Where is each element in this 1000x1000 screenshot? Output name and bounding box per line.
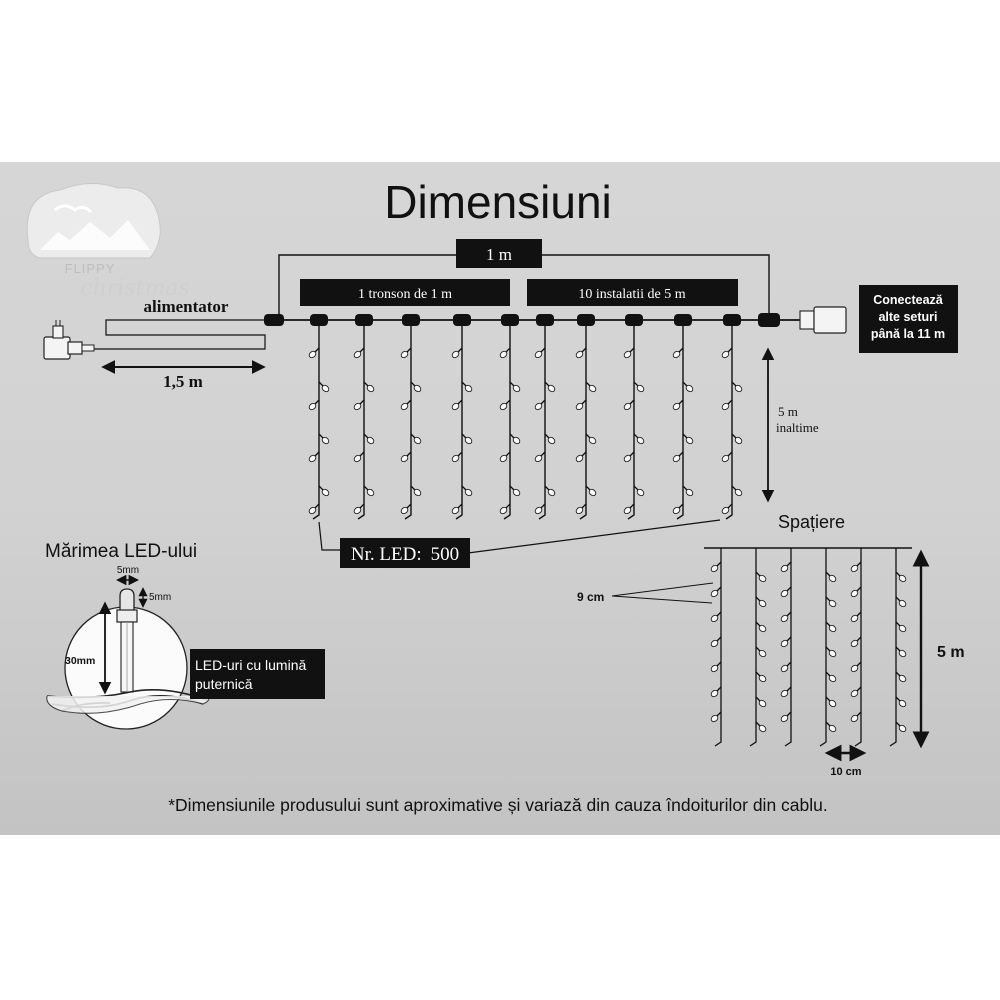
led-strands [307,314,744,520]
strand-wire [503,326,511,520]
end-connector-icon [758,306,847,334]
power-length-label: 1,5 m [163,372,203,391]
led-desc-line-2: puternică [195,676,253,692]
span-total-box [456,239,542,268]
brand-logo: FLIPPY christmas [26,183,190,301]
strand-wire [455,326,463,520]
strand-connector [501,314,519,326]
led-cap-label: 5mm [149,592,171,603]
led-size-title: Mărimea LED-ului [45,541,197,562]
led-desc-box [190,649,325,699]
strand-wire [579,326,587,520]
strand-connector [402,314,420,326]
strand-connector [536,314,554,326]
strand-wire [404,326,412,520]
led-count-label: Nr. LED:500 [351,544,459,565]
strand-connector [355,314,373,326]
horizontal-spacing-label: 10 cm [830,766,861,778]
strand-connector [453,314,471,326]
start-connector-icon [264,314,284,326]
span-total-label: 1 m [486,245,512,264]
connect-line-2: alte seturi [878,310,937,324]
power-cable [93,319,278,350]
segment-box [300,279,510,306]
power-label: alimentator [144,297,229,316]
connect-box [859,285,958,353]
spacing-height-label: 5 m [937,644,965,661]
led-count-box [340,538,470,568]
vertical-spacing-label: 9 cm [577,590,604,604]
vertical-spacing-pointer [611,582,714,604]
led-count-pointer [318,519,721,554]
connect-line-1: Conectează [873,293,944,307]
led-height-label: 30mm [65,655,95,667]
strand-connector [625,314,643,326]
spacing-strands [709,548,908,747]
logo-text-top: FLIPPY [65,261,116,276]
strand-wire [676,326,684,520]
led-width-label: 5mm [117,565,139,576]
strand-wire [312,326,320,520]
power-plug-icon [43,320,95,360]
strand-connector [723,314,741,326]
install-box [527,279,738,306]
strand-wire [357,326,365,520]
page-title: Dimensiuni [384,176,612,228]
strand-connector [310,314,328,326]
strand-wire [538,326,546,520]
footnote: *Dimensiunile produsului sunt aproximati… [168,795,828,815]
logo-text-bottom: christmas [80,276,189,301]
connect-line-3: până la 11 m [871,327,945,341]
spacing-strand-wire [819,548,827,747]
led-desc-line-1: LED-uri cu lumină [195,657,306,673]
strand-wire [725,326,733,520]
spacing-title: Spațiere [778,512,845,532]
strand-wire [627,326,635,520]
height-value: 5 m [778,404,798,419]
spacing-strand-wire [889,548,897,747]
strand-connector [577,314,595,326]
install-label: 10 instalatii de 5 m [578,287,685,302]
diagram-panel [0,162,1000,835]
segment-label: 1 tronson de 1 m [358,287,452,302]
spacing-strand-wire [749,548,757,747]
strand-connector [674,314,692,326]
height-caption: inaltime [776,420,819,435]
